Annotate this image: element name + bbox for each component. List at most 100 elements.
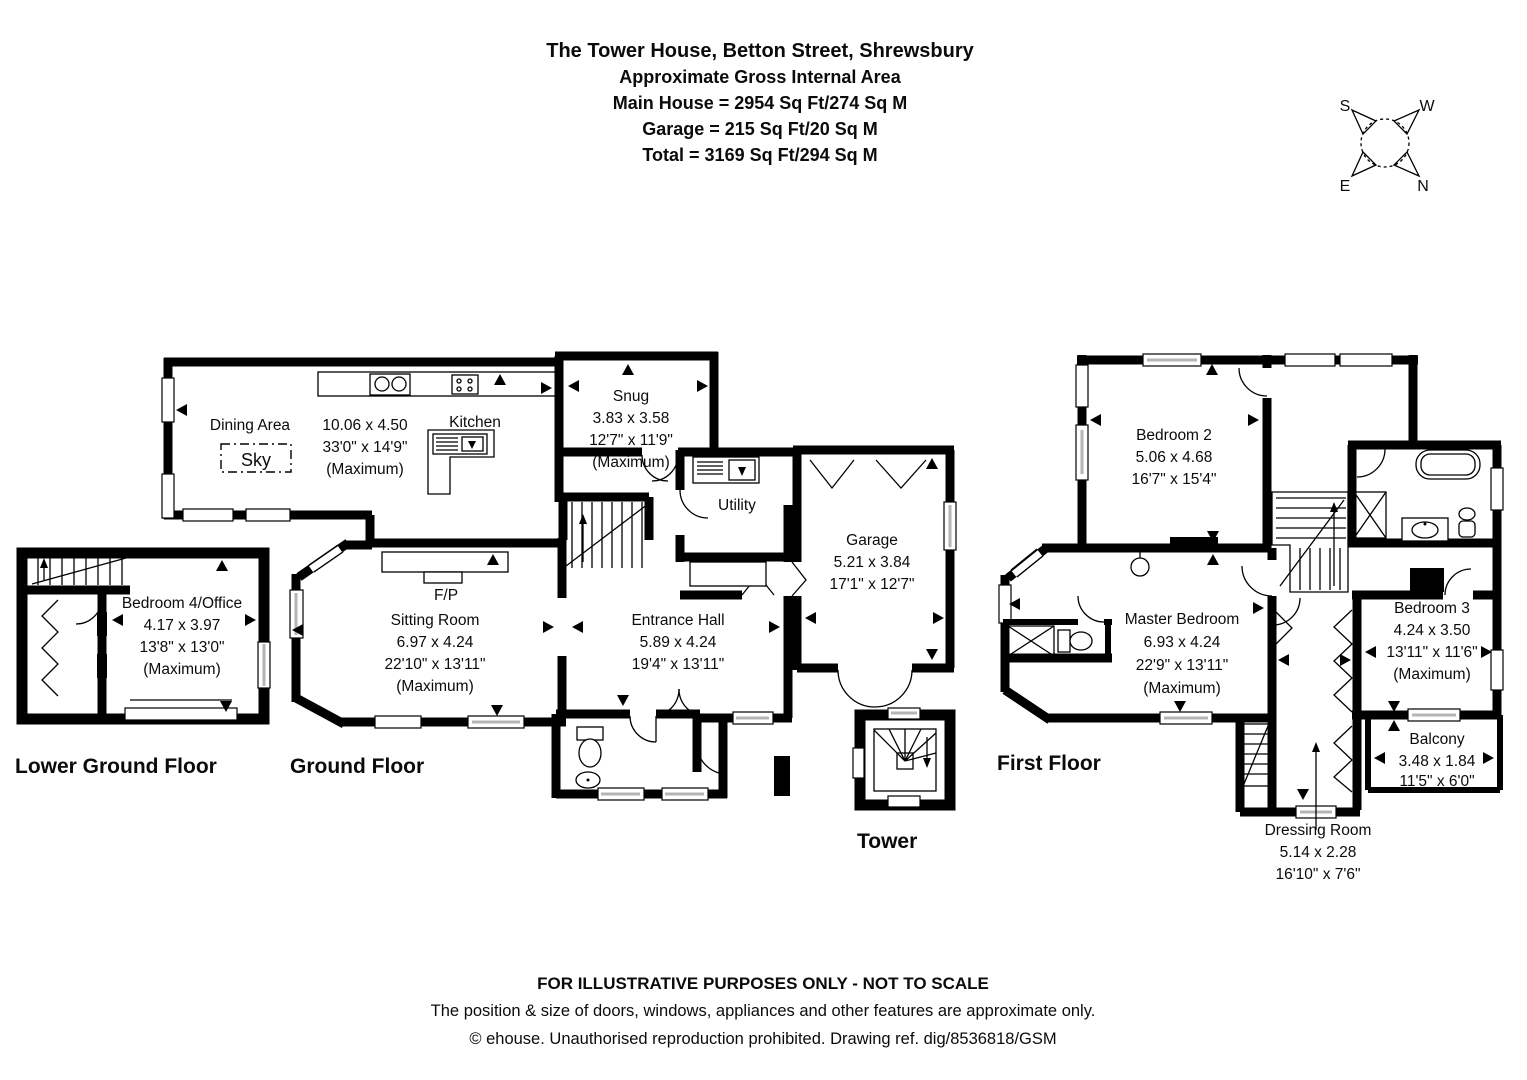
sitting-note: (Maximum) <box>396 678 474 695</box>
room-label-master: Master Bedroom 6.93 x 4.24 22'9" x 13'11… <box>1125 611 1240 697</box>
room-label-balcony: Balcony 3.48 x 1.84 11'5" x 6'0" <box>1399 731 1476 790</box>
compass-n: N <box>1417 178 1429 195</box>
bedroom3-name: Bedroom 3 <box>1394 600 1470 617</box>
kitchen-counter <box>317 371 559 397</box>
dining-imperial: 33'0" x 14'9" <box>322 439 407 456</box>
sitting-metric: 6.97 x 4.24 <box>397 634 474 651</box>
sink-icon <box>432 433 488 455</box>
footer-copyright: © ehouse. Unauthorised reproduction proh… <box>469 1030 1056 1048</box>
utility-name: Utility <box>718 497 756 514</box>
sitting-imperial: 22'10" x 13'11" <box>384 656 485 673</box>
footer-approximate: The position & size of doors, windows, a… <box>431 1002 1096 1020</box>
master-note: (Maximum) <box>1143 680 1221 697</box>
entrance-name: Entrance Hall <box>631 612 724 629</box>
kitchen-island <box>427 429 495 495</box>
first-floor-plan: Bedroom 2 5.06 x 4.68 16'7" x 15'4" Mast… <box>997 353 1504 883</box>
entrance-imperial: 19'4" x 13'11" <box>632 656 724 673</box>
fireplace <box>381 551 509 584</box>
dining-name: Dining Area <box>210 417 291 434</box>
utility-sink-icon <box>692 456 760 484</box>
bathroom-sink-icon <box>1401 517 1449 542</box>
burner-icon <box>451 374 479 395</box>
bedroom4-name: Bedroom 4/Office <box>122 595 242 612</box>
bedroom4-imperial: 13'8" x 13'0" <box>139 639 224 656</box>
stairs-first <box>1271 491 1349 593</box>
bedroom2-metric: 5.06 x 4.68 <box>1136 449 1213 466</box>
bathroom-toilet-icon <box>1458 507 1476 521</box>
balcony-metric: 3.48 x 1.84 <box>1399 753 1476 770</box>
master-metric: 6.93 x 4.24 <box>1144 634 1221 651</box>
skylight-label: Sky <box>241 450 271 470</box>
shower-icon <box>1007 625 1055 657</box>
light-icon <box>1130 557 1150 577</box>
area-garage: Garage = 215 Sq Ft/20 Sq M <box>642 119 878 139</box>
bedroom4-metric: 4.17 x 3.97 <box>144 617 221 634</box>
garage-imperial: 17'1" x 12'7" <box>829 576 914 593</box>
dressing-name: Dressing Room <box>1265 822 1372 839</box>
footer-block: FOR ILLUSTRATIVE PURPOSES ONLY - NOT TO … <box>431 974 1096 1048</box>
bathroom-fixtures <box>1353 449 1481 542</box>
ensuite-toilet-icon <box>1057 629 1071 653</box>
bedroom3-note: (Maximum) <box>1393 666 1471 683</box>
toilet-icon <box>576 726 604 741</box>
room-label-dressing: Dressing Room 5.14 x 2.28 16'10" x 7'6" <box>1265 822 1372 883</box>
dressing-metric: 5.14 x 2.28 <box>1280 844 1357 861</box>
first-floor-label: First Floor <box>997 752 1101 775</box>
ensuite-fixtures <box>1007 625 1093 657</box>
airing-cupboard-icon <box>1353 491 1387 539</box>
room-label-bedroom2: Bedroom 2 5.06 x 4.68 16'7" x 15'4" <box>1131 427 1216 488</box>
dimension-arrows-lg <box>112 560 256 712</box>
room-label-sitting: Sitting Room 6.97 x 4.24 22'10" x 13'11"… <box>384 587 485 695</box>
ground-floor-label: Ground Floor <box>290 755 424 778</box>
wardrobes <box>1275 609 1353 793</box>
page-title: The Tower House, Betton Street, Shrewsbu… <box>546 40 974 62</box>
bedroom2-imperial: 16'7" x 15'4" <box>1131 471 1216 488</box>
room-label-snug: Snug 3.83 x 3.58 12'7" x 11'9" (Maximum) <box>589 388 673 471</box>
tower-label: Tower <box>857 830 917 853</box>
bath-icon <box>1415 449 1481 480</box>
stairs-ground <box>565 502 649 568</box>
garage-metric: 5.21 x 3.84 <box>834 554 911 571</box>
compass-icon: S W E N <box>1340 98 1436 195</box>
master-imperial: 22'9" x 13'11" <box>1136 657 1228 674</box>
wc-fixtures <box>575 726 604 789</box>
bedroom3-metric: 4.24 x 3.50 <box>1394 622 1471 639</box>
compass-s: S <box>1340 98 1351 115</box>
room-label-garage: Garage 5.21 x 3.84 17'1" x 12'7" <box>829 532 914 593</box>
entrance-metric: 5.89 x 4.24 <box>640 634 717 651</box>
master-name: Master Bedroom <box>1125 611 1240 628</box>
snug-name: Snug <box>613 388 649 405</box>
kitchen-name: Kitchen <box>449 414 501 431</box>
snug-imperial: 12'7" x 11'9" <box>589 432 673 449</box>
area-total: Total = 3169 Sq Ft/294 Sq M <box>642 145 877 165</box>
hob-icon <box>369 373 411 396</box>
skylight-box <box>220 443 292 473</box>
stairs-tower <box>873 728 937 770</box>
stairs-lower-ground <box>31 557 127 585</box>
dining-metric: 10.06 x 4.50 <box>322 417 408 434</box>
ground-floor-plan: Dining Area Sky 10.06 x 4.50 33'0" x 14'… <box>161 351 957 801</box>
tower-plan: Tower <box>852 707 956 853</box>
room-label-bedroom4: Bedroom 4/Office 4.17 x 3.97 13'8" x 13'… <box>122 595 242 678</box>
balcony-imperial: 11'5" x 6'0" <box>1399 773 1474 790</box>
footer-disclaimer: FOR ILLUSTRATIVE PURPOSES ONLY - NOT TO … <box>537 974 989 993</box>
room-label-entrance: Entrance Hall 5.89 x 4.24 19'4" x 13'11" <box>631 612 724 673</box>
room-label-bedroom3: Bedroom 3 4.24 x 3.50 13'11" x 11'6" (Ma… <box>1386 600 1477 683</box>
dimension-arrows-ground <box>176 364 944 716</box>
dimension-arrows-first <box>1009 364 1494 800</box>
garage-name: Garage <box>846 532 898 549</box>
balcony-name: Balcony <box>1409 731 1464 748</box>
bedroom2-name: Bedroom 2 <box>1136 427 1212 444</box>
compass-w: W <box>1419 98 1435 115</box>
area-main-house: Main House = 2954 Sq Ft/274 Sq M <box>613 93 908 113</box>
page-subtitle: Approximate Gross Internal Area <box>619 67 901 87</box>
bedroom4-note: (Maximum) <box>143 661 221 678</box>
fireplace-label: F/P <box>434 587 458 604</box>
stairs-first-lower <box>1241 723 1271 787</box>
sitting-name: Sitting Room <box>391 612 480 629</box>
dining-note: (Maximum) <box>326 461 404 478</box>
lower-ground-floor-plan: Bedroom 4/Office 4.17 x 3.97 13'8" x 13'… <box>15 547 271 778</box>
bedroom3-imperial: 13'11" x 11'6" <box>1386 644 1477 661</box>
